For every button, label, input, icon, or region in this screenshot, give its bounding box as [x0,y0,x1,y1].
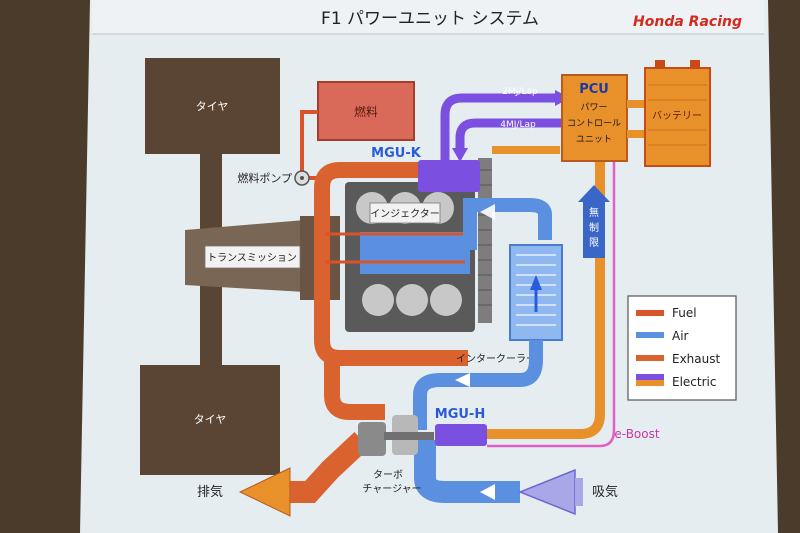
unlimited-char-1: 無 [589,206,599,219]
pcu-line-1: パワー [580,102,607,113]
energy-arrow-2mj [440,93,555,160]
battery [644,67,711,167]
legend-swatch-air [636,332,664,338]
intake-plenum [360,232,470,274]
pcu-line-2: コントロール [567,119,621,129]
pcu-title: PCU [579,82,609,97]
air-in-label: 吸気 [592,484,618,500]
legend-label-exhaust: Exhaust [672,352,721,366]
energy-4mj-label: 4MJ/Lap [500,120,536,130]
tire-top-label: タイヤ [196,100,229,113]
pcu-line-3: ユニット [576,135,612,145]
tire-bottom-label: タイヤ [194,413,227,426]
transmission-label: トランスミッション [207,252,297,264]
mgu-h [435,424,487,446]
crankshaft-gear [478,158,492,323]
mgu-k [418,160,480,192]
air-intake-flow [414,440,520,503]
turbo-label-1: ターボ [373,469,403,481]
fuel-tank [317,81,415,141]
legend: Fuel Air Exhaust Electric [627,295,737,401]
exhaust-out-arrow [238,467,291,517]
eboost-label: e-Boost [614,427,659,441]
turbo-turbine [358,422,386,456]
fuel-pump-label: 燃料ポンプ [237,171,292,185]
brand-logo: Honda Racing [633,14,742,30]
injector-label-box [369,202,441,224]
injector-label: インジェクター [370,208,440,220]
unlimited-char-2: 制 [589,221,599,234]
mgu-h-label: MGU-H [435,407,485,422]
energy-2mj-label: 2MJ/Lap [502,87,538,97]
legend-swatch-fuel [636,310,664,316]
pcu [561,74,628,162]
unlimited-arrow [583,200,605,258]
legend-label-electric: Electric [672,375,716,389]
eboost-line [487,160,616,448]
legend-label-air: Air [672,329,689,343]
transmission-label-box [204,245,301,269]
intercooler-label: インタークーラー [456,353,536,365]
electric-mgu-h-pcu [487,160,605,439]
exhaust-flow [314,162,468,366]
mgu-k-label: MGU-K [371,146,422,161]
fuel-tank-label: 燃料 [354,104,378,119]
unlimited-char-3: 限 [589,237,599,249]
air-flow-to-engine [463,198,552,250]
legend-swatch-electric [636,374,664,380]
title-bar [92,0,764,34]
tire-bottom [140,365,280,475]
legend-swatch-exhaust [636,355,664,361]
exhaust-out-label: 排気 [197,484,223,500]
slide-title: F1 パワーユニット システム [321,9,539,29]
turbo-label-2: チャージャー [362,483,421,495]
energy-arrow-4mj [455,118,565,150]
battery-label: バッテリー [652,110,702,122]
tire-top [145,58,280,154]
legend-label-fuel: Fuel [672,306,697,320]
